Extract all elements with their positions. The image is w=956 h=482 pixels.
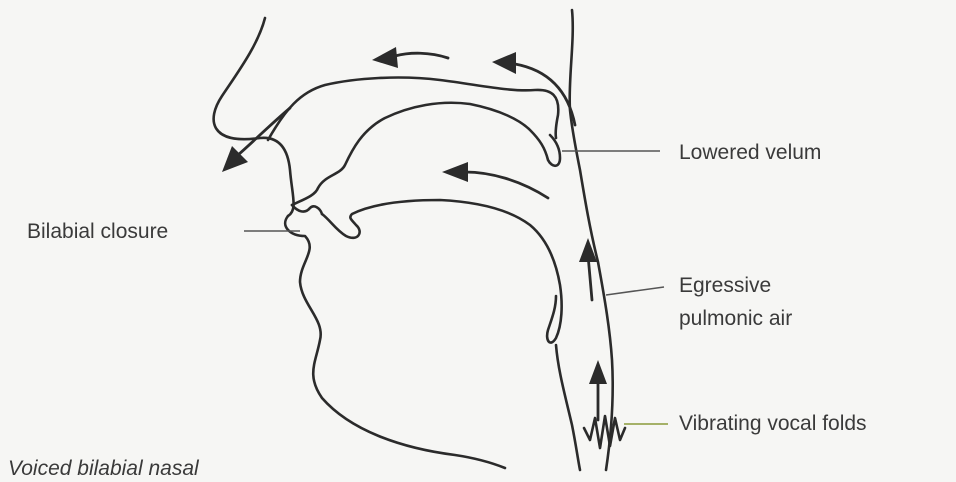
label-lowered-velum: Lowered velum	[679, 139, 821, 166]
upper-lip	[292, 205, 322, 214]
label-egressive-line2: pulmonic air	[679, 305, 792, 332]
pharynx-back-wall	[570, 10, 613, 470]
tongue-root	[556, 345, 580, 470]
label-egressive-line1: Egressive	[679, 272, 771, 299]
label-bilabial-closure: Bilabial closure	[27, 218, 168, 245]
airflow-arrow-nasal-right-shaft	[515, 64, 575, 125]
label-vibrating-vocal-folds: Vibrating vocal folds	[679, 410, 867, 437]
airflow-arrow-oral-head	[442, 162, 468, 182]
airflow-arrow-larynx-head	[589, 360, 607, 384]
figure-caption: Voiced bilabial nasal	[8, 457, 199, 481]
tongue-surface	[322, 200, 562, 343]
hard-palate	[292, 103, 560, 205]
airflow-arrow-nasal-left-shaft	[395, 53, 448, 58]
vocal-folds	[584, 416, 625, 448]
chin-profile	[285, 216, 505, 468]
airflow-arrow-oral-shaft	[465, 172, 548, 198]
airflow-arrow-nasal-left-head	[372, 47, 398, 68]
leader-egressive-air	[606, 287, 664, 295]
airflow-arrow-nasal-right-head	[492, 52, 516, 74]
